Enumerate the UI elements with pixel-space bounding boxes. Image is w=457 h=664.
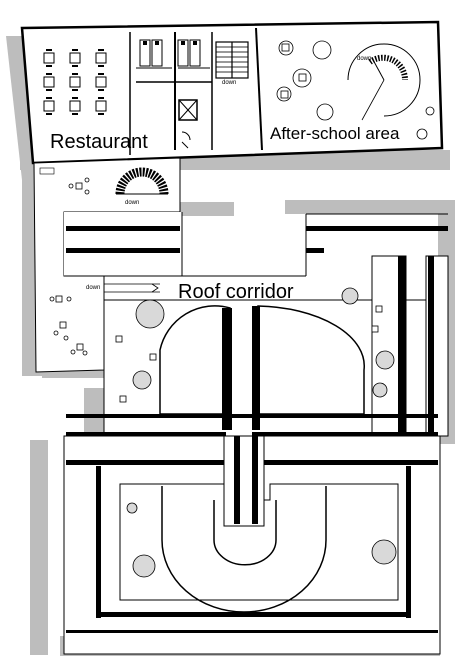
service-core (136, 32, 249, 150)
table (69, 100, 81, 112)
restaurant-label: Restaurant (50, 131, 148, 153)
roof-corridor-zone: down Roof corridor (64, 212, 448, 303)
top-block-outline (20, 20, 444, 165)
round-tables (276, 40, 435, 140)
terrace-furniture (49, 177, 90, 356)
table (43, 52, 55, 64)
toilet-cubicles (136, 39, 210, 69)
down-label: down (222, 80, 236, 86)
down-label-left: down (125, 200, 139, 206)
middle-band (66, 255, 449, 437)
table (95, 76, 107, 88)
main-stair (215, 41, 249, 79)
courtyard-arch-right (252, 305, 365, 430)
seating-middle (115, 305, 383, 403)
square-tables (280, 43, 307, 99)
after-school-room: down (255, 27, 435, 151)
planters-middle (132, 287, 395, 398)
table (69, 76, 81, 88)
lift (178, 99, 198, 121)
spiral-stair-left (115, 167, 169, 195)
table (43, 76, 55, 88)
toilet-fixtures (143, 41, 197, 45)
roof-corridor-label: Roof corridor (178, 281, 294, 303)
table (95, 100, 107, 112)
left-wing: down (33, 157, 181, 373)
u-ramp (161, 486, 327, 613)
top-block: down (20, 20, 444, 165)
bottom-block (63, 435, 441, 655)
dining-tables (43, 52, 107, 112)
down-ramp (104, 283, 160, 293)
table (43, 100, 55, 112)
restaurant-room (43, 32, 131, 155)
planters-bottom (126, 502, 397, 578)
down-label-corridor: down (86, 285, 100, 291)
table (95, 52, 107, 64)
after-school-label: After-school area (270, 124, 400, 143)
central-connector (223, 435, 265, 527)
dining-chairs (46, 49, 104, 115)
spiral-stair-top (347, 43, 421, 121)
corridor-wall-bands (66, 226, 448, 253)
table (69, 52, 81, 64)
down-label-spiral: down (357, 56, 371, 62)
courtyard-arch-left (159, 305, 232, 430)
